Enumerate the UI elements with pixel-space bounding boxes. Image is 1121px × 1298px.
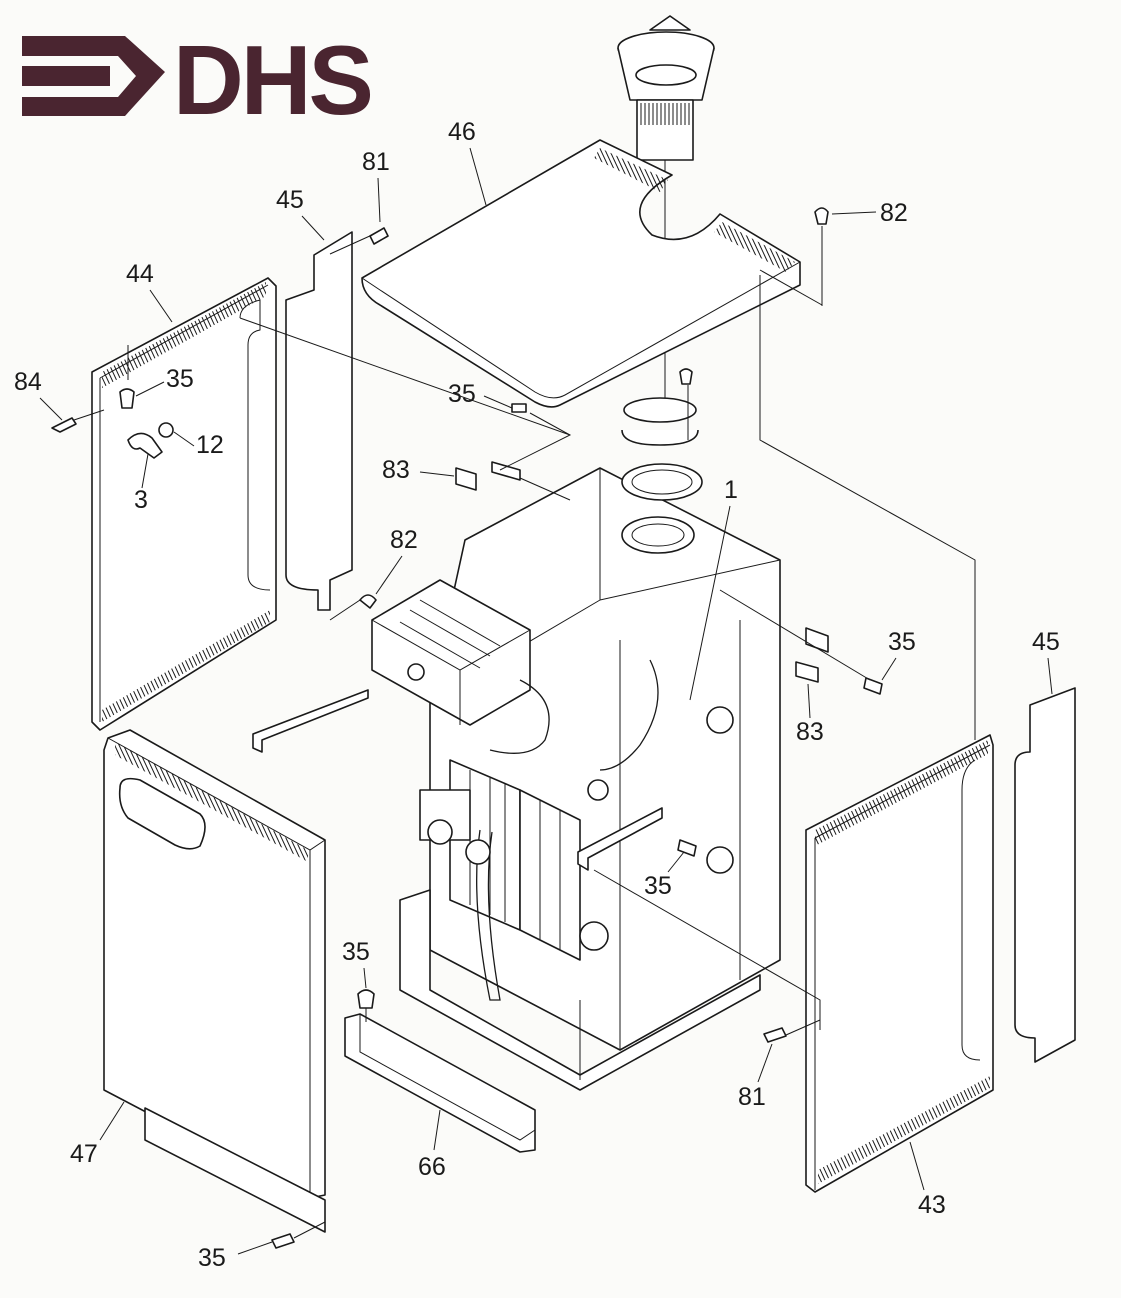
flue-terminal	[617, 15, 715, 420]
callout-83-top: 83	[382, 456, 410, 484]
right-side-panel	[805, 734, 994, 1193]
left-side-strip	[285, 231, 353, 611]
callout-81-top: 81	[362, 148, 390, 176]
callout-35-bottom: 35	[198, 1244, 226, 1272]
leader-lines	[73, 226, 976, 1239]
callout-82-mid: 82	[390, 526, 418, 554]
callout-45-left: 45	[276, 186, 304, 214]
callout-35-top: 35	[448, 380, 476, 408]
callout-82-top: 82	[880, 199, 908, 227]
callout-12: 12	[196, 431, 224, 459]
left-side-panel	[91, 277, 277, 731]
callout-46: 46	[448, 118, 476, 146]
fasteners	[51, 207, 883, 1249]
plinth	[344, 1013, 536, 1153]
callout-44: 44	[126, 260, 154, 288]
logo-arrow-icon	[22, 36, 165, 116]
front-bracket	[252, 689, 369, 753]
front-panel	[103, 729, 326, 1233]
callout-83-right: 83	[796, 718, 824, 746]
callout-43: 43	[918, 1191, 946, 1219]
dhs-logo: DHS	[22, 25, 374, 135]
boiler-body	[371, 397, 781, 1091]
callout-35-panel: 35	[166, 365, 194, 393]
callout-81-right: 81	[738, 1083, 766, 1111]
right-side-strip	[1014, 687, 1076, 1063]
callout-84: 84	[14, 368, 42, 396]
callout-35-mid: 35	[644, 872, 672, 900]
callout-66: 66	[418, 1153, 446, 1181]
callout-35-right: 35	[888, 628, 916, 656]
callout-1: 1	[724, 476, 738, 504]
callout-35-lower: 35	[342, 938, 370, 966]
top-panel	[361, 139, 801, 408]
callout-45-right: 45	[1032, 628, 1060, 656]
callouts: 46 81 82 45 44 84 35 12 3 35 83 1 82 35 …	[14, 118, 1060, 1272]
logo-text: DHS	[173, 25, 371, 135]
callout-47: 47	[70, 1140, 98, 1168]
callout-3: 3	[134, 486, 148, 514]
